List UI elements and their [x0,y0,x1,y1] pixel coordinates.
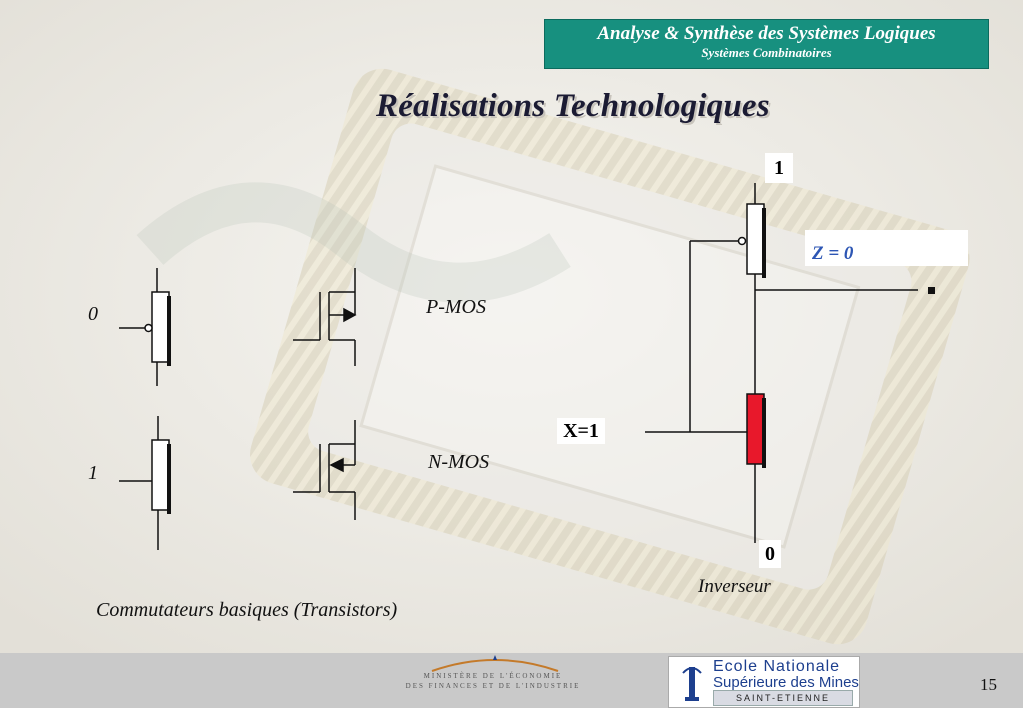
output-terminal [928,287,935,294]
pmos-label: P-MOS [426,296,486,318]
output-label: Z = 0 [812,243,854,264]
ministry-line2: DES FINANCES ET DE L'INDUSTRIE [405,682,581,690]
course-banner: Analyse & Synthèse des Systèmes Logiques… [544,19,989,69]
course-title: Analyse & Synthèse des Systèmes Logiques [597,23,936,44]
inverter-circuit [645,183,918,543]
school-name-line2: Supérieure des Mines [713,674,859,691]
nmos-switch-symbol [119,416,171,550]
vdd-label: 1 [765,153,793,183]
switch-input-1-label: 1 [88,462,98,484]
lamp-icon [682,667,702,701]
school-name-line3: SAINT-ETIENNE [713,690,853,706]
inverter-caption: Inverseur [698,576,771,597]
ministry-logo: MINISTÈRE DE L'ÉCONOMIE DES FINANCES ET … [398,671,588,691]
pmos-transistor-symbol [293,268,357,366]
gnd-label: 0 [759,540,781,568]
nmos-label: N-MOS [428,451,490,473]
chapter-title: Systèmes Combinatoires [701,45,832,60]
switches-caption: Commutateurs basiques (Transistors) [96,599,398,621]
school-logo: Ecole Nationale Supérieure des Mines SAI… [668,656,860,708]
nmos-active-body [746,393,765,465]
transistor-diagram [119,183,935,550]
slide-title: Réalisations Technologiques [376,88,770,124]
ministry-line1: MINISTÈRE DE L'ÉCONOMIE [423,672,563,680]
pmos-switch-symbol [119,268,171,386]
page-number: 15 [980,675,997,694]
ministry-logo-arc [431,655,559,672]
school-name-line1: Ecole Nationale [713,658,841,675]
input-x-label: X=1 [557,418,605,444]
nmos-transistor-symbol [293,420,356,520]
switch-input-0-label: 0 [88,303,98,325]
